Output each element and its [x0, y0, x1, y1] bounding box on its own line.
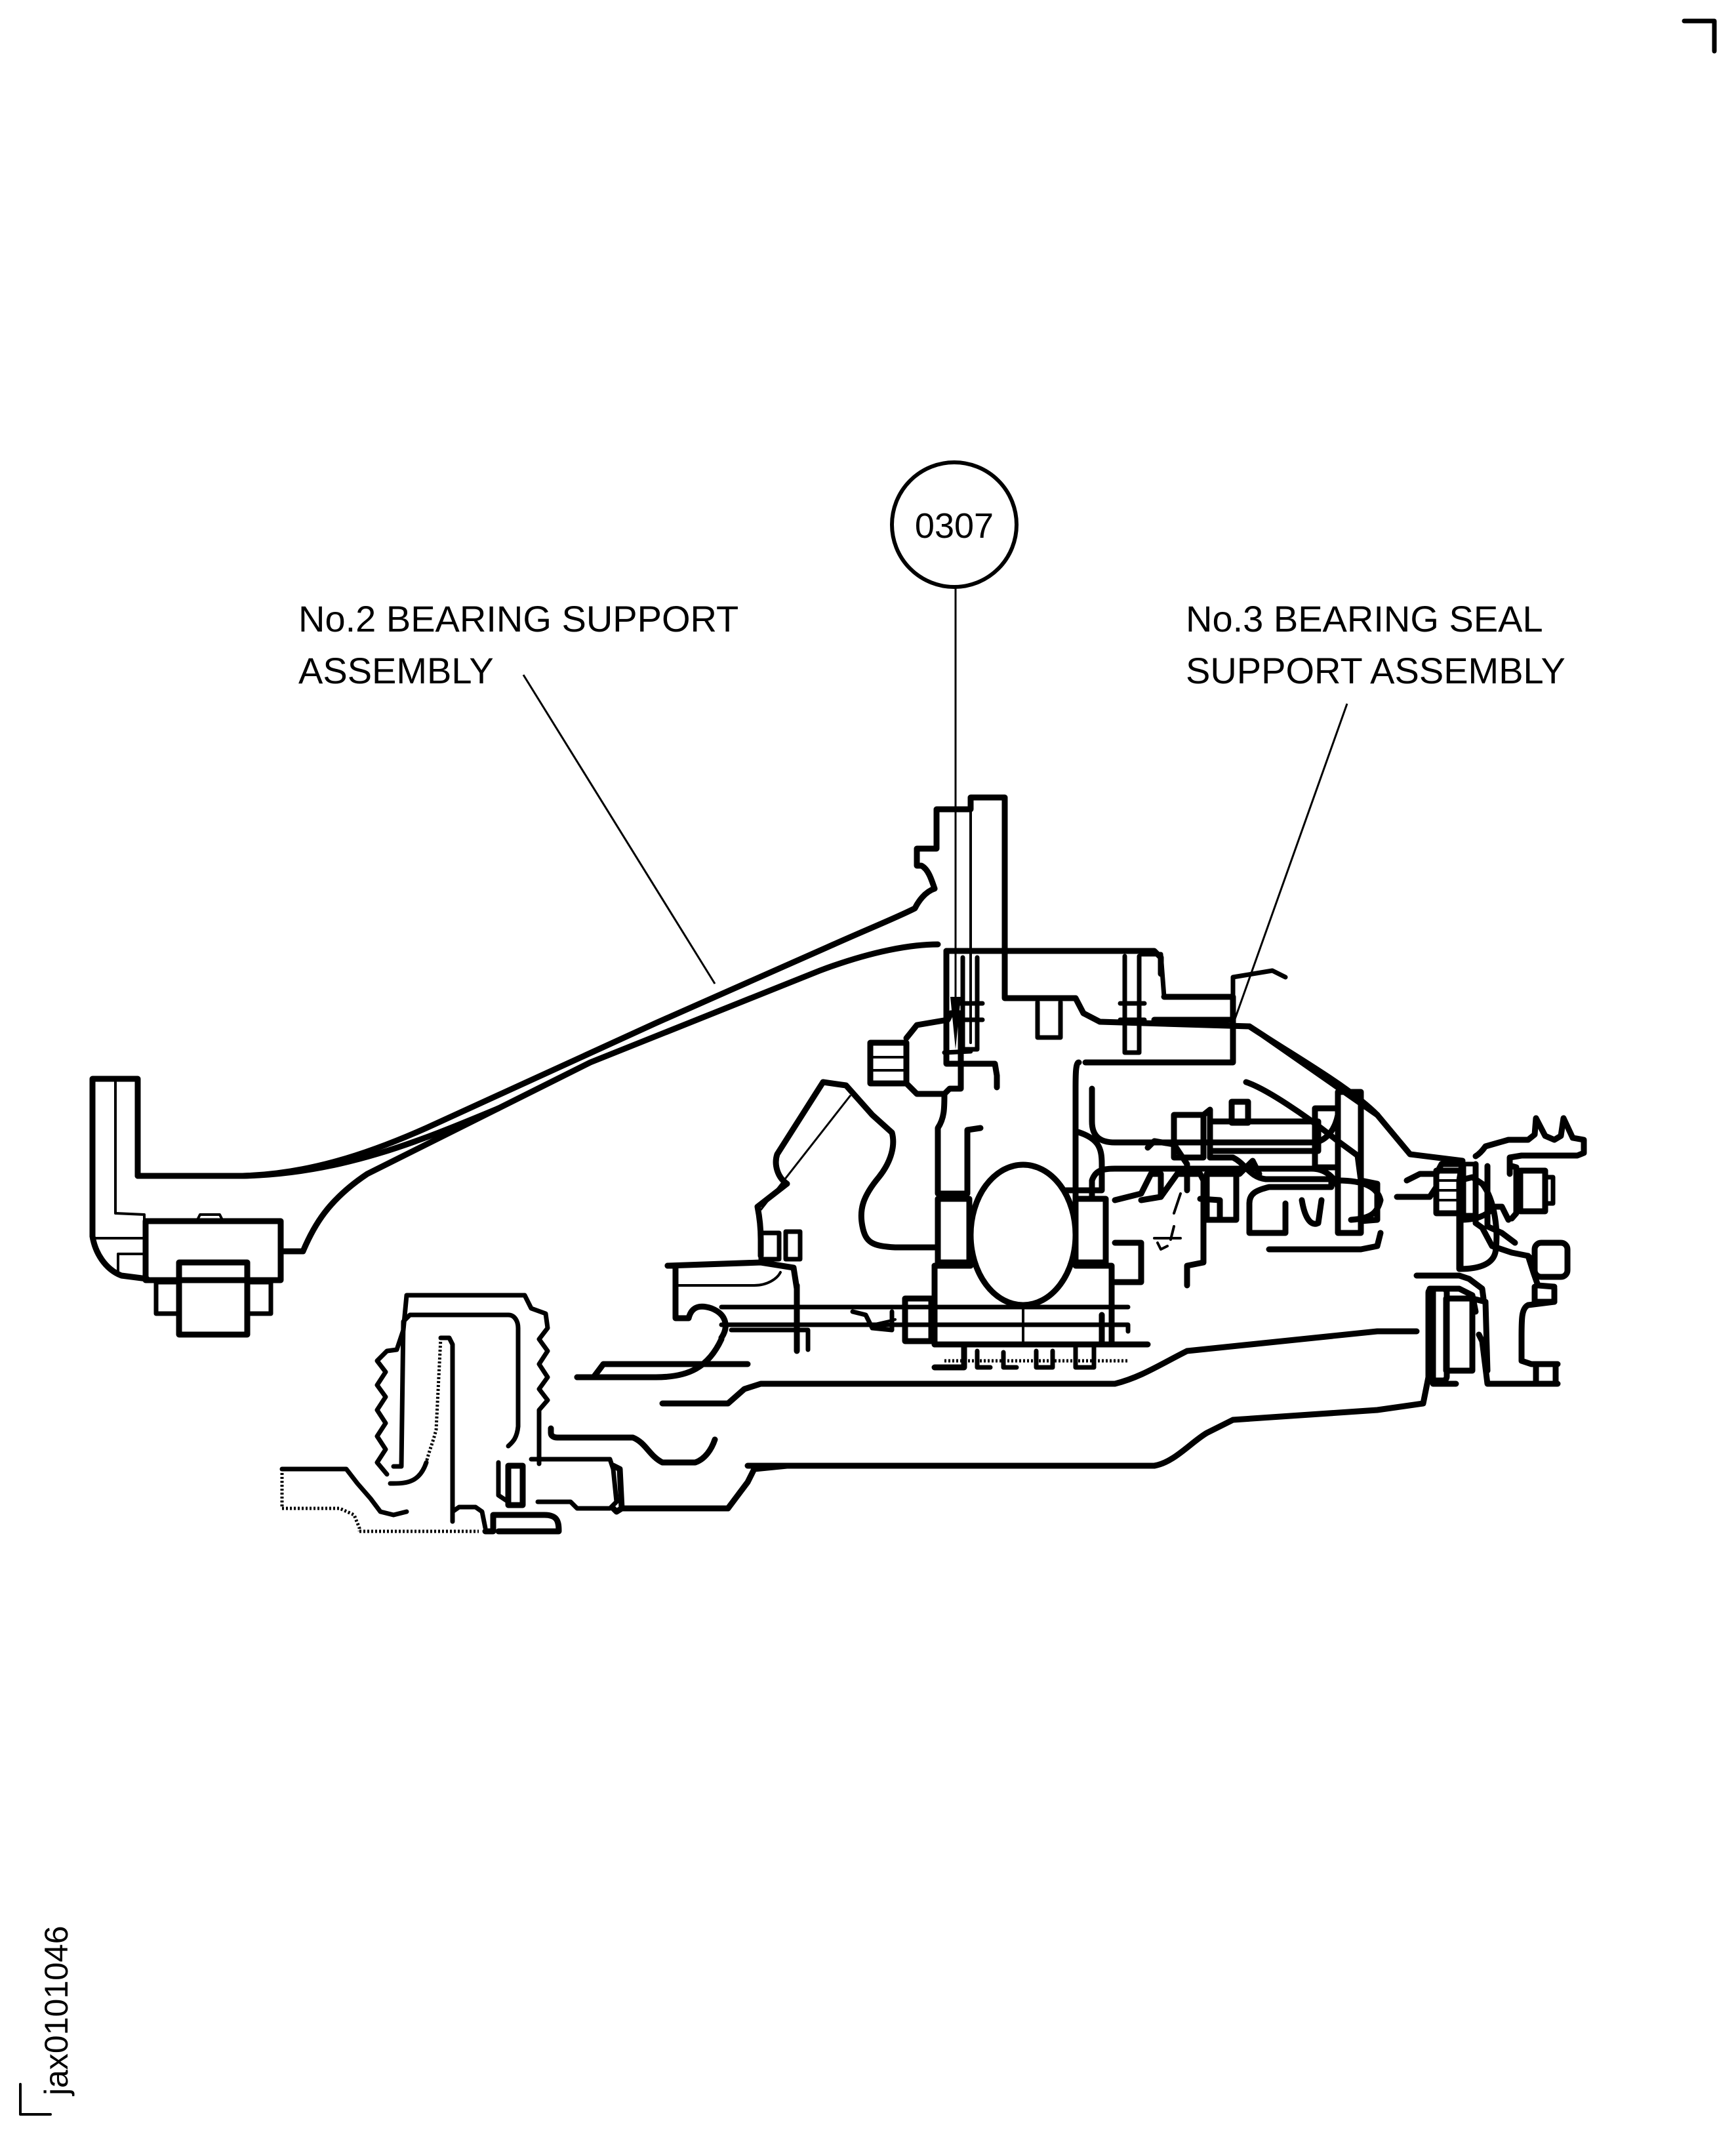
bearing-housing-upper — [943, 948, 1288, 1091]
left-stub-bolt — [867, 1010, 964, 1097]
figure-id: jax0101046 — [38, 1925, 75, 2097]
no3-support-outer-wall — [1246, 1023, 1466, 1184]
arrow-head-icon — [950, 997, 961, 1049]
label-no2-bearing-support: No.2 BEARING SUPPORT ASSEMBLY — [298, 598, 738, 984]
right-lower-assembly — [1112, 1098, 1478, 1289]
angled-arm — [754, 1079, 938, 1262]
engine-cross-section — [89, 794, 1587, 1535]
label-no3-bearing-seal-support: No.3 BEARING SEAL SUPPORT ASSEMBLY — [1186, 598, 1565, 1027]
labyrinth-seal — [279, 1293, 1158, 1535]
callout-number: 0307 — [915, 506, 994, 546]
leader-line-no2 — [522, 674, 716, 984]
lower-casing-baseline — [744, 1374, 1432, 1469]
roller-bearing-left — [176, 1259, 251, 1338]
right-flange-teeth — [1413, 1115, 1587, 1387]
lower-shaft — [574, 1259, 1420, 1407]
corner-mark-top-right — [1682, 18, 1717, 54]
label-no3-line2: SUPPORT ASSEMBLY — [1186, 650, 1565, 691]
leader-line-no3 — [1231, 703, 1348, 1027]
corner-mark-bottom-left — [19, 2083, 52, 2116]
callout-0307: 0307 — [890, 460, 1019, 1049]
label-no2-line2: ASSEMBLY — [298, 650, 494, 691]
no2-support-inner-wall — [277, 941, 941, 1255]
ball-bearing — [967, 1161, 1079, 1308]
callout-circle — [890, 460, 1019, 589]
no2-support-outer-wall — [134, 885, 938, 1179]
label-no3-line1: No.3 BEARING SEAL — [1186, 598, 1543, 639]
label-no2-line1: No.2 BEARING SUPPORT — [298, 598, 738, 639]
